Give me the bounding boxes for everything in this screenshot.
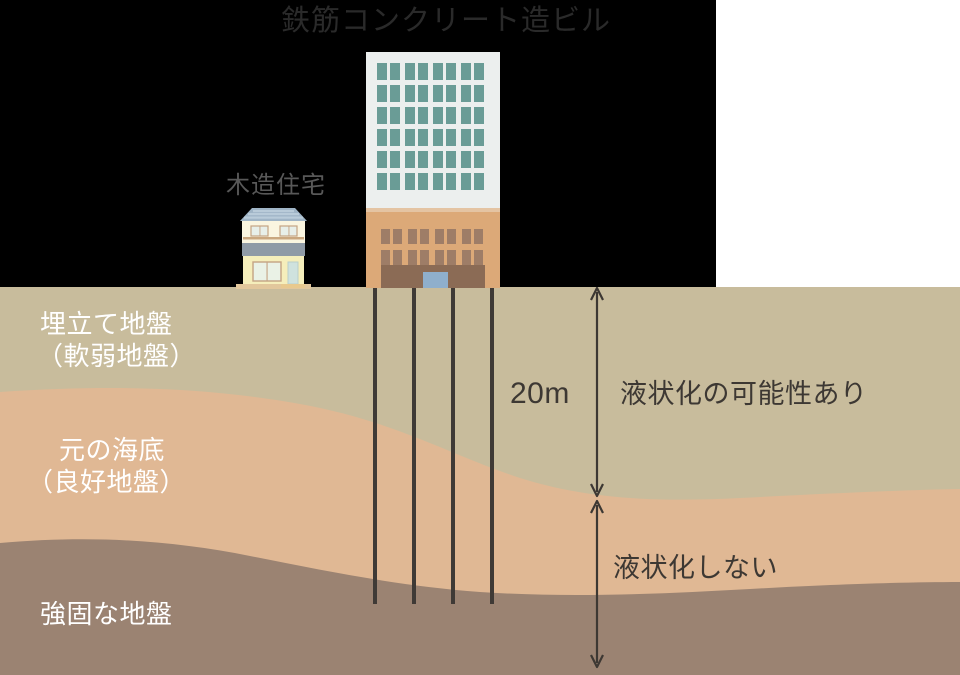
lower-arrowhead-top	[590, 499, 604, 514]
house-door	[287, 261, 299, 285]
label-liquefaction-possible: 液状化の可能性あり	[620, 379, 868, 409]
label-bedrock: 強固な地盤	[40, 599, 173, 629]
tower-entrance-door	[423, 272, 448, 288]
label-no-liquefaction: 液状化しない	[613, 553, 778, 583]
house-roof-line	[253, 210, 294, 213]
wooden-house	[236, 208, 311, 289]
house-roof-line	[244, 216, 303, 219]
house-balcony-rail	[243, 237, 304, 240]
caption-rc-building: 鉄筋コンクリート造ビル	[281, 5, 612, 37]
foundation-piles	[373, 288, 494, 604]
tower-cornice	[366, 208, 500, 212]
house-base-strip	[236, 284, 311, 289]
house-window-mullion	[266, 262, 268, 281]
label-original-seabed-line1: 元の海底	[59, 435, 166, 465]
label-depth-value: 20m	[510, 377, 570, 410]
house-step	[281, 284, 305, 288]
label-reclaimed-ground-line2: （軟弱地盤）	[37, 341, 197, 371]
tower-podium-window-grid	[381, 229, 483, 265]
label-reclaimed-ground-line1: 埋立て地盤	[40, 309, 173, 339]
tower-window-grid	[377, 63, 484, 190]
caption-wooden-house: 木造住宅	[226, 172, 326, 199]
upper-arrowhead-top	[590, 286, 604, 301]
rc-tower-building	[366, 52, 500, 288]
layer-bedrock	[0, 539, 960, 675]
label-original-seabed-line2: （良好地盤）	[27, 467, 187, 497]
lower-arrowhead-bottom	[590, 654, 604, 669]
upper-arrowhead-bottom	[590, 483, 604, 498]
house-mid-band	[242, 243, 305, 256]
house-window-mullion	[259, 226, 261, 236]
sky-block	[0, 0, 716, 288]
house-roof-line	[248, 213, 299, 216]
house-window-mullion	[288, 226, 290, 236]
